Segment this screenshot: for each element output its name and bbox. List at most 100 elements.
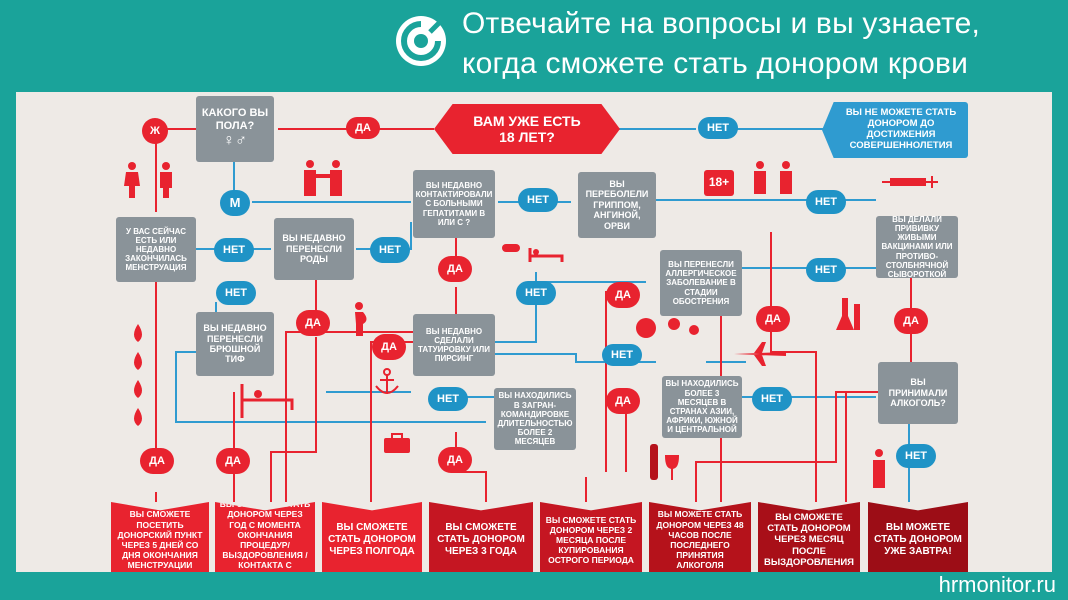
result-three-years: ВЫ СМОЖЕТЕ СТАТЬ ДОНОРОМ ЧЕРЕЗ 3 ГОДА [429, 502, 533, 572]
age-question-text: ВАМ УЖЕ ЕСТЬ 18 ЛЕТ? [473, 112, 581, 145]
birth-text: ВЫ НЕДАВНО ПЕРЕНЕСЛИ РОДЫ [282, 233, 346, 265]
no-label-text: НЕТ [437, 392, 459, 405]
yes-label-text: ДА [447, 453, 463, 466]
flu-text: ВЫ ПЕРЕБОЛЕЛИ ГРИППОМ, АНГИНОЙ, ОРВИ [585, 179, 649, 231]
result-half-year: ВЫ СМОЖЕТЕ СТАТЬ ДОНОРОМ ЧЕРЕЗ ПОЛГОДА [322, 502, 422, 572]
result-tomorrow: ВЫ МОЖЕТЕ СТАТЬ ДОНОРОМ УЖЕ ЗАВТРА! [868, 502, 968, 572]
yes-label: ДА [216, 448, 250, 474]
no-label: НЕТ [698, 117, 738, 139]
blood-drops-icon [134, 324, 142, 426]
no-label: НЕТ [752, 387, 792, 411]
wine-icon [650, 444, 680, 480]
asia-text: ВЫ НАХОДИЛИСЬ БОЛЕЕ 3 МЕСЯЦЕВ В СТРАНАХ … [665, 379, 739, 435]
typhoid-question: ВЫ НЕДАВНО ПЕРЕНЕСЛИ БРЮШНОЙ ТИФ [196, 312, 274, 376]
no-label-text: НЕТ [815, 195, 837, 208]
result-one-month: ВЫ СМОЖЕТЕ СТАТЬ ДОНОРОМ ЧЕРЕЗ МЕСЯЦ ПОС… [758, 502, 860, 572]
yes-label-text: ДА [615, 288, 631, 301]
yes-label-text: ДА [447, 262, 463, 275]
pill-bed-icon [502, 244, 564, 262]
flowchart-sheet: ВАМ УЖЕ ЕСТЬ 18 ЛЕТ? КАКОГО ВЫ ПОЛА? ♀♂ … [16, 92, 1052, 572]
typhoid-text: ВЫ НЕДАВНО ПЕРЕНЕСЛИ БРЮШНОЙ ТИФ [203, 323, 267, 365]
anchor-icon [375, 368, 399, 394]
tattoo-text: ВЫ НЕДАВНО СДЕЛАЛИ ТАТУИРОВКУ ИЛИ ПИРСИН… [418, 326, 490, 364]
female-label-text: Ж [150, 124, 160, 137]
yes-label-text: ДА [381, 340, 397, 353]
yes-label-text: ДА [149, 454, 165, 467]
no-label: НЕТ [896, 444, 936, 468]
no-label: НЕТ [806, 258, 846, 282]
no-label-text: НЕТ [225, 286, 247, 299]
yes-label-text: ДА [355, 121, 371, 134]
vaccine-text: ВЫ ДЕЛАЛИ ПРИВИВКУ ЖИВЫМИ ВАКЦИНАМИ ИЛИ … [881, 214, 953, 279]
yes-label: ДА [140, 448, 174, 474]
no-label-text: НЕТ [527, 193, 549, 206]
hepatitis-question: ВЫ НЕДАВНО КОНТАКТИРОВАЛИ С БОЛЬНЫМИ ГЕП… [413, 170, 495, 238]
yes-label: ДА [346, 117, 380, 139]
no-label: НЕТ [516, 281, 556, 305]
pregnant-icon [355, 302, 367, 336]
alcohol-text: ВЫ ПРИНИМАЛИ АЛКОГОЛЬ? [888, 377, 948, 409]
title-line-2: когда сможете стать донором крови [462, 47, 969, 80]
adults-icon [754, 161, 792, 194]
no-label-text: НЕТ [223, 243, 245, 256]
no-label: НЕТ [518, 188, 558, 212]
alcohol-question: ВЫ ПРИНИМАЛИ АЛКОГОЛЬ? [878, 362, 958, 424]
result-two-months: ВЫ СМОЖЕТЕ СТАТЬ ДОНОРОМ ЧЕРЕЗ 2 МЕСЯЦА … [540, 502, 642, 572]
virus-icon [636, 318, 699, 338]
male-label-text: М [229, 194, 241, 210]
result-menstruation-text: ВЫ СМОЖЕТЕ ПОСЕТИТЬ ДОНОРСКИЙ ПУНКТ ЧЕРЕ… [117, 509, 203, 571]
result-one-year: ВЫ СМОЖЕТЕ СТАТЬ ДОНОРОМ ЧЕРЕЗ ГОД С МОМ… [215, 502, 315, 572]
title-line-1: Отвечайте на вопросы и вы узнаете, [462, 7, 981, 40]
yes-label-text: ДА [765, 312, 781, 325]
tattoo-question: ВЫ НЕДАВНО СДЕЛАЛИ ТАТУИРОВКУ ИЛИ ПИРСИН… [413, 314, 495, 376]
no-label-text: НЕТ [707, 121, 729, 134]
result-one-month-text: ВЫ СМОЖЕТЕ СТАТЬ ДОНОРОМ ЧЕРЕЗ МЕСЯЦ ПОС… [763, 511, 854, 569]
result-two-months-text: ВЫ СМОЖЕТЕ СТАТЬ ДОНОРОМ ЧЕРЕЗ 2 МЕСЯЦА … [545, 514, 637, 566]
yes-label: ДА [756, 306, 790, 332]
abroad-question: ВЫ НАХОДИЛИСЬ В ЗАГРАН-КОМАНДИРОВКЕ ДЛИТ… [494, 388, 576, 450]
menstruation-question: У ВАС СЕЙЧАС ЕСТЬ ИЛИ НЕДАВНО ЗАКОНЧИЛАС… [116, 217, 196, 282]
yes-label: ДА [606, 282, 640, 308]
result-three-years-text: ВЫ СМОЖЕТЕ СТАТЬ ДОНОРОМ ЧЕРЕЗ 3 ГОДА [437, 522, 525, 557]
result-menstruation: ВЫ СМОЖЕТЕ ПОСЕТИТЬ ДОНОРСКИЙ ПУНКТ ЧЕРЕ… [111, 502, 209, 572]
sex-question: КАКОГО ВЫ ПОЛА? ♀♂ [196, 96, 274, 162]
yes-label-text: ДА [903, 314, 919, 327]
flask-icon [836, 298, 860, 330]
menstruation-text: У ВАС СЕЙЧАС ЕСТЬ ИЛИ НЕДАВНО ЗАКОНЧИЛАС… [125, 226, 187, 273]
page-title: Отвечайте на вопросы и вы узнаете, когда… [462, 4, 980, 84]
no-label: НЕТ [214, 238, 254, 262]
yes-label: ДА [372, 334, 406, 360]
birth-question: ВЫ НЕДАВНО ПЕРЕНЕСЛИ РОДЫ [274, 218, 354, 280]
no-label-text: НЕТ [525, 286, 547, 299]
no-label: НЕТ [428, 387, 468, 411]
asia-question: ВЫ НАХОДИЛИСЬ БОЛЕЕ 3 МЕСЯЦЕВ В СТРАНАХ … [662, 376, 742, 438]
yes-label-text: ДА [305, 316, 321, 329]
allergy-question: ВЫ ПЕРЕНЕСЛИ АЛЛЕРГИЧЕСКОЕ ЗАБОЛЕВАНИЕ В… [660, 250, 742, 316]
drinking-person-icon [873, 449, 885, 488]
no-label-text: НЕТ [761, 392, 783, 405]
syringe-icon [882, 176, 938, 188]
flu-question: ВЫ ПЕРЕБОЛЕЛИ ГРИППОМ, АНГИНОЙ, ОРВИ [578, 172, 656, 238]
result-tomorrow-text: ВЫ МОЖЕТЕ СТАТЬ ДОНОРОМ УЖЕ ЗАВТРА! [874, 522, 962, 557]
result-half-year-text: ВЫ СМОЖЕТЕ СТАТЬ ДОНОРОМ ЧЕРЕЗ ПОЛГОДА [328, 522, 416, 557]
no-label: НЕТ [216, 281, 256, 305]
no-label: НЕТ [370, 237, 410, 263]
sex-symbols-icon: ♀♂ [223, 132, 247, 150]
allergy-text: ВЫ ПЕРЕНЕСЛИ АЛЛЕРГИЧЕСКОЕ ЗАБОЛЕВАНИЕ В… [665, 260, 737, 306]
yes-label: ДА [894, 308, 928, 334]
no-label-text: НЕТ [815, 263, 837, 276]
age-18-badge-text: 18+ [708, 175, 730, 190]
result-48-hours-text: ВЫ МОЖЕТЕ СТАТЬ ДОНОРОМ ЧЕРЕЗ 48 ЧАСОВ П… [656, 509, 744, 571]
no-label: НЕТ [602, 344, 642, 366]
handshake-icon [304, 160, 342, 196]
yes-label: ДА [606, 388, 640, 414]
suitcase-icon [384, 433, 410, 453]
yes-label: ДА [296, 310, 330, 336]
no-label-text: НЕТ [379, 243, 401, 256]
no-label-text: НЕТ [905, 449, 927, 462]
sex-question-text: КАКОГО ВЫ ПОЛА? [201, 107, 269, 132]
minor-result-text: ВЫ НЕ МОЖЕТЕ СТАТЬ ДОНОРОМ ДО ДОСТИЖЕНИЯ… [845, 107, 957, 151]
airplane-icon [734, 342, 786, 366]
yes-label: ДА [438, 447, 472, 473]
logo-icon [396, 16, 446, 66]
